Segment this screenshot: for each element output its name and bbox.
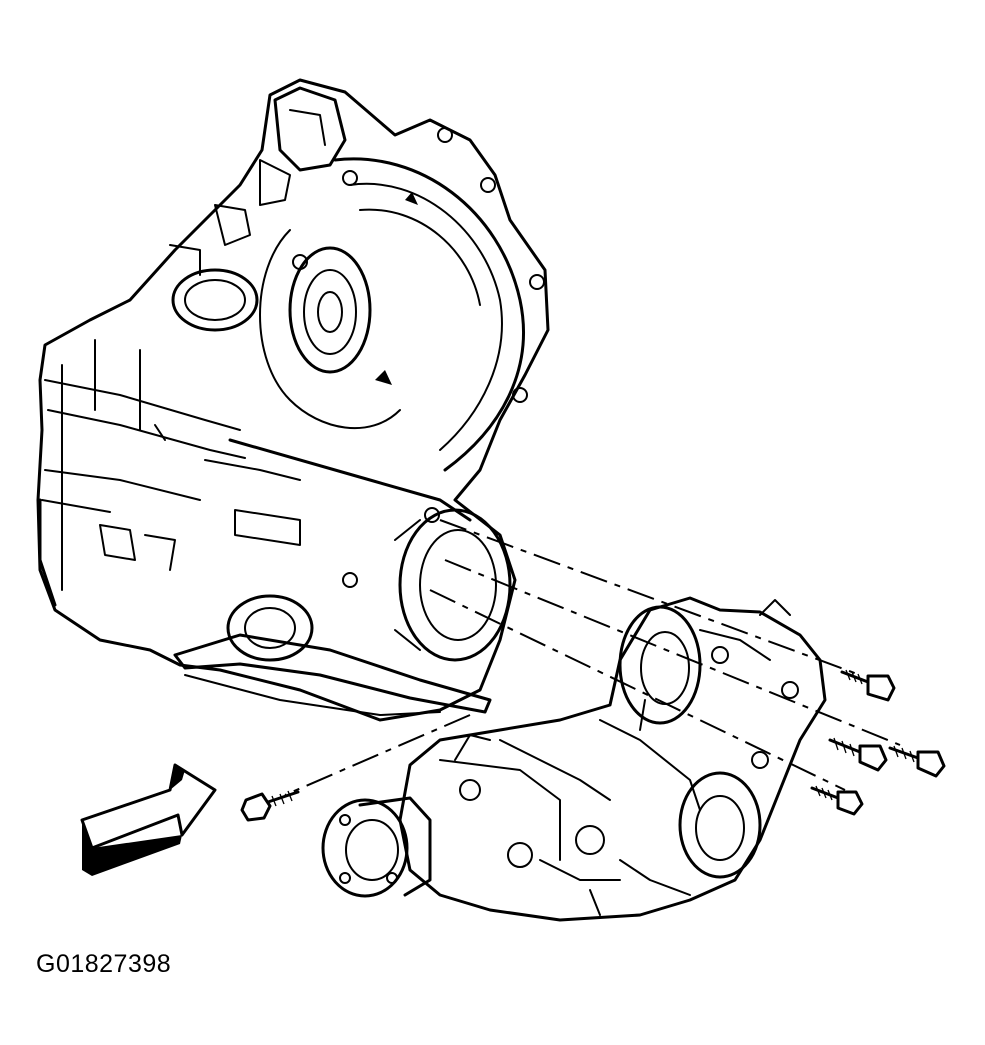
- transmission-assembly: [36, 78, 550, 722]
- transfer-case-assembly: [321, 596, 827, 922]
- figure-id-label: G01827398: [36, 950, 172, 978]
- alignment-lines: [284, 519, 901, 796]
- bolt-lower-right: [810, 785, 864, 816]
- bolt-upper-right: [840, 669, 896, 702]
- bolt-middle-right-2: [888, 745, 946, 778]
- front-direction-arrow-icon: [80, 763, 217, 876]
- bolt-middle-right-1: [828, 737, 888, 772]
- bolt-front-left: [240, 790, 300, 822]
